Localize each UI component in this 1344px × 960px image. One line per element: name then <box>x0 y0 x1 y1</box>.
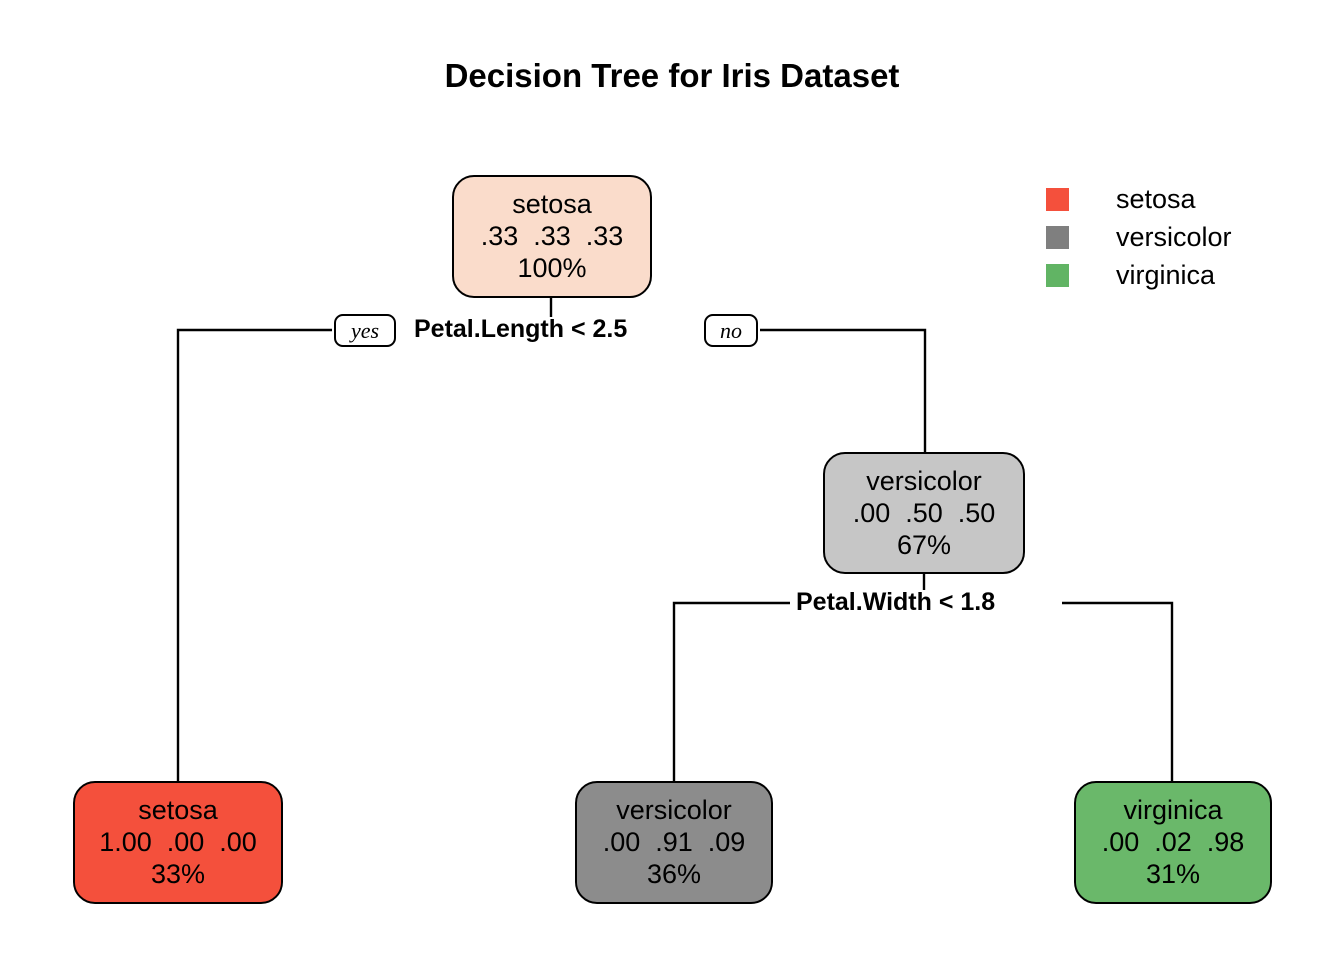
legend-item-versicolor[interactable]: versicolor <box>1046 218 1232 256</box>
node-probabilities: .00 .02 .98 <box>1101 827 1245 857</box>
node-probabilities: 1.00 .00 .00 <box>99 827 257 857</box>
tree-leaf-setosa[interactable]: setosa 1.00 .00 .00 33% <box>73 781 283 904</box>
node-percentage: 31% <box>1145 859 1201 889</box>
node-percentage: 100% <box>517 253 587 283</box>
node-probabilities: .00 .91 .09 <box>602 827 746 857</box>
node-class-label: setosa <box>138 795 218 825</box>
legend-label: setosa <box>1116 183 1196 214</box>
node-class-label: versicolor <box>616 795 732 825</box>
legend-label: versicolor <box>1116 221 1232 252</box>
legend-item-setosa[interactable]: setosa <box>1046 180 1232 218</box>
node-class-label: versicolor <box>866 465 982 496</box>
edge-split2-left <box>672 601 790 781</box>
edge-yes-branch <box>176 328 332 781</box>
tree-node-root[interactable]: setosa .33 .33 .33 100% <box>452 175 652 298</box>
split-condition-petal-length: Petal.Length < 2.5 <box>409 317 633 342</box>
edge-no-branch <box>760 328 927 452</box>
branch-label-no: no <box>704 314 758 347</box>
legend-swatch-icon <box>1046 263 1069 287</box>
node-probabilities: .00 .50 .50 <box>852 497 996 528</box>
page-title: Decision Tree for Iris Dataset <box>444 57 900 94</box>
node-probabilities: .33 .33 .33 <box>480 221 624 251</box>
legend-item-virginica[interactable]: virginica <box>1046 256 1232 294</box>
edge-split2-right <box>1062 601 1174 781</box>
legend: setosa versicolor virginica <box>1046 180 1232 294</box>
tree-leaf-versicolor[interactable]: versicolor .00 .91 .09 36% <box>575 781 773 904</box>
node-percentage: 36% <box>646 859 702 889</box>
legend-swatch-icon <box>1046 187 1069 211</box>
legend-label: virginica <box>1116 259 1216 290</box>
split-condition-petal-width: Petal.Width < 1.8 <box>791 590 1001 615</box>
node-class-label: virginica <box>1123 795 1223 825</box>
legend-swatch-icon <box>1046 225 1069 249</box>
tree-leaf-virginica[interactable]: virginica .00 .02 .98 31% <box>1074 781 1272 904</box>
branch-label-yes: yes <box>334 314 396 347</box>
node-percentage: 33% <box>150 859 206 889</box>
node-class-label: setosa <box>512 189 592 219</box>
node-percentage: 67% <box>896 529 952 560</box>
tree-node-versicolor-internal[interactable]: versicolor .00 .50 .50 67% <box>823 452 1025 574</box>
